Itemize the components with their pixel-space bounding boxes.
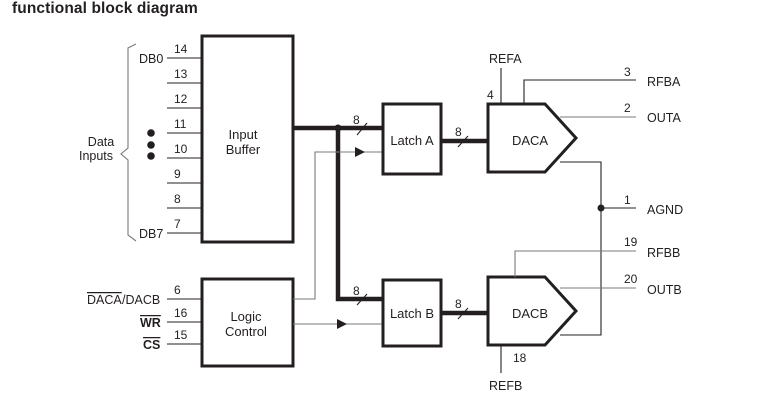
- logic-control-label-line1: Logic: [230, 309, 262, 324]
- ellipsis-dot: [147, 152, 155, 160]
- dacb-block: [486, 275, 579, 347]
- dacb-label: DACB: [512, 306, 548, 321]
- agnd-pin: 1: [624, 193, 631, 207]
- bus-width-label: 8: [455, 297, 462, 311]
- refb-label: REFB: [489, 379, 522, 393]
- outa-pin: 2: [624, 101, 631, 115]
- bus-width-label: 8: [353, 113, 360, 127]
- db0-label: DB0: [139, 52, 163, 66]
- cs-label: CS: [143, 338, 160, 352]
- data-pin-numbers: 14 13 12 11 10 9 8 7: [174, 42, 188, 231]
- latch-b-block: [381, 278, 443, 348]
- pin-number: 6: [174, 283, 181, 297]
- pin-number: 8: [174, 192, 181, 206]
- daca-block: [486, 102, 579, 174]
- bus-width-label: 8: [455, 125, 462, 139]
- bus-junction-dot: [334, 124, 342, 132]
- latch-b-enable-arrow: [337, 319, 347, 329]
- outb-label: OUTB: [647, 283, 682, 297]
- refb-pin: 18: [513, 351, 527, 365]
- logic-control-block: [200, 277, 295, 368]
- data-inputs-label-line2: Inputs: [79, 149, 113, 163]
- data-inputs-label-line1: Data: [88, 135, 114, 149]
- data-bus-to-latch-b: [335, 128, 383, 302]
- latch-a-enable-arrow: [355, 147, 365, 157]
- refa-label: REFA: [489, 52, 522, 66]
- ellipsis-dot: [147, 141, 155, 149]
- data-inputs-brace: [120, 43, 137, 242]
- pin-number: 15: [174, 328, 188, 342]
- logic-control-label-line2: Control: [225, 324, 267, 339]
- outa-label: OUTA: [647, 111, 681, 125]
- input-buffer-block: [200, 34, 295, 244]
- data-pin-lines: [167, 57, 202, 234]
- agnd-bus: [560, 161, 602, 336]
- daca-dacb-label-rest: /DACB: [122, 293, 160, 307]
- wr-label: WR: [140, 316, 161, 330]
- bus-slash: [356, 293, 368, 306]
- outb-pin: 20: [624, 272, 638, 286]
- agnd-junction-dot: [597, 204, 605, 212]
- daca-label: DACA: [512, 133, 548, 148]
- pin-number: 9: [174, 167, 181, 181]
- diagram-title: functional block diagram: [12, 0, 198, 17]
- refa-pin: 4: [487, 88, 494, 102]
- pin-number: 13: [174, 67, 188, 81]
- pin-number: 12: [174, 92, 188, 106]
- bus-slash: [356, 122, 368, 136]
- input-buffer-label-line1: Input: [229, 127, 258, 142]
- input-buffer-label-line2: Buffer: [226, 142, 261, 157]
- pin-number: 16: [174, 306, 188, 320]
- latch-a-enable-line: [293, 151, 383, 300]
- pin-number: 7: [174, 217, 181, 231]
- daca-dacb-label-overbar: DACA: [87, 293, 122, 307]
- pin-number: 10: [174, 142, 188, 156]
- agnd-label: AGND: [647, 203, 683, 217]
- pin-number: 11: [174, 117, 187, 131]
- rfba-pin: 3: [624, 65, 631, 79]
- db7-label: DB7: [139, 227, 163, 241]
- bus-slash: [457, 135, 469, 148]
- latch-b-label: Latch B: [390, 306, 434, 321]
- bus-width-label: 8: [353, 284, 360, 298]
- rfba-label: RFBA: [647, 75, 681, 89]
- rfba-line: [523, 79, 636, 104]
- pin-number: 14: [174, 42, 188, 56]
- rfbb-line: [514, 250, 636, 277]
- ellipsis-dot: [147, 129, 155, 137]
- control-pin-lines: [167, 298, 202, 345]
- latch-a-label: Latch A: [390, 133, 434, 148]
- rfbb-pin: 19: [624, 235, 638, 249]
- bus-slash: [457, 307, 469, 320]
- rfbb-label: RFBB: [647, 246, 680, 260]
- latch-a-block: [381, 102, 443, 176]
